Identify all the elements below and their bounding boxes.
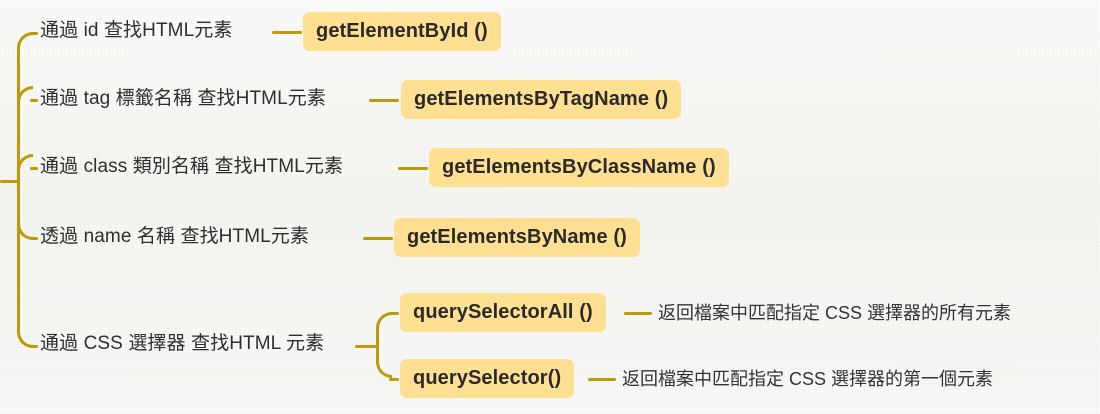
branch-1-method-chip[interactable]: getElementById () (303, 12, 501, 51)
child-1-desc-connector (624, 312, 652, 315)
branch-4-chip-connector (363, 237, 393, 240)
branch-2-chip-connector (369, 99, 399, 102)
branch-1-label: 通過 id 查找HTML元素 (40, 20, 233, 41)
branch-3-method-chip[interactable]: getElementsByClassName () (429, 148, 729, 187)
branch-2-label: 通過 tag 標籤名稱 查找HTML元素 (40, 88, 326, 109)
child-2-method-chip[interactable]: querySelector() (400, 359, 575, 398)
branch-5-connector (30, 345, 38, 348)
root-bracket-top-cap (17, 32, 33, 48)
child-1-method-chip[interactable]: querySelectorAll () (400, 293, 606, 332)
branch-1-connector (30, 32, 38, 35)
branch-3-elbow (17, 154, 33, 170)
branch-5-label: 通過 CSS 選擇器 查找HTML 元素 (40, 333, 325, 354)
child-2-connector (389, 378, 399, 381)
child-1-connector (389, 312, 399, 315)
child-1-description: 返回檔案中匹配指定 CSS 選擇器的所有元素 (658, 303, 1012, 323)
branch-2-connector (30, 99, 38, 102)
child-2-description: 返回檔案中匹配指定 CSS 選擇器的第一個元素 (622, 369, 994, 389)
branch-5-sub-bracket-spine (376, 327, 379, 363)
branch-2-elbow (17, 86, 33, 102)
branch-4-method-chip[interactable]: getElementsByName () (394, 218, 640, 257)
branch-4-label: 透過 name 名稱 查找HTML元素 (40, 226, 309, 247)
branch-3-label: 通過 class 類別名稱 查找HTML元素 (40, 156, 344, 177)
root-connector-stub (0, 180, 18, 183)
branch-2-method-chip[interactable]: getElementsByTagName () (401, 80, 682, 119)
root-bracket-spine (17, 47, 20, 333)
branch-3-connector (30, 167, 38, 170)
branch-1-chip-connector (272, 31, 302, 34)
child-2-desc-connector (588, 378, 616, 381)
branch-5-sub-bracket-bottom-cap (376, 362, 392, 378)
branch-3-chip-connector (398, 167, 428, 170)
branch-5-sub-bracket-stub (355, 345, 377, 348)
branch-5-sub-bracket-top-cap (376, 312, 392, 328)
branch-4-connector (30, 237, 38, 240)
